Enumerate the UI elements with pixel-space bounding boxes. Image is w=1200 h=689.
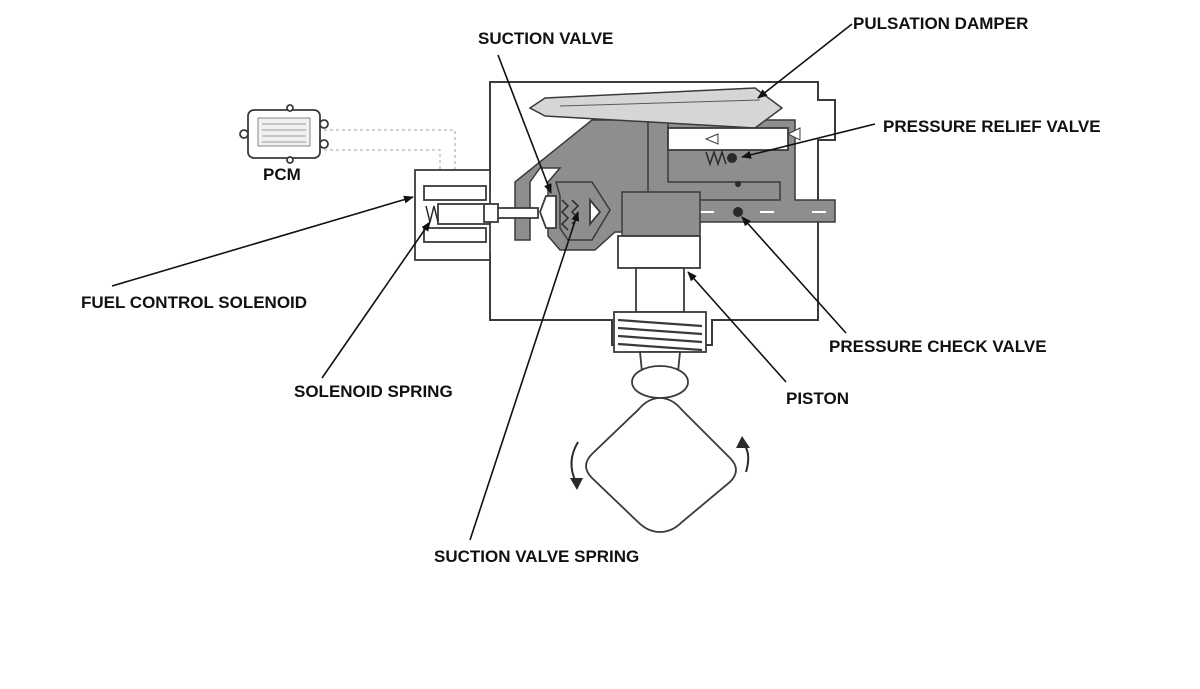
pressure-relief-valve [705,149,741,187]
leader-pulsation-damper [757,23,853,99]
suction-valve [539,181,611,241]
fuel-control-solenoid [414,169,539,261]
pulsation-damper [528,87,784,129]
label-piston: PISTON [786,389,849,408]
leader-suction-valve-spring [469,211,579,541]
label-suction-valve-spring: SUCTION VALVE SPRING [434,547,639,566]
leader-fuel-control-solenoid [111,195,414,287]
cam-lobe [570,397,750,533]
leader-pressure-relief-valve [741,123,876,159]
label-fuel-control-solenoid: FUEL CONTROL SOLENOID [81,293,307,312]
leader-lines [111,23,876,541]
leader-suction-valve [497,54,552,194]
leader-solenoid-spring [321,221,431,379]
label-pressure-check-valve: PRESSURE CHECK VALVE [829,337,1047,356]
pressure-check-valve [700,207,826,217]
label-pressure-relief-valve: PRESSURE RELIEF VALVE [883,117,1101,136]
label-pulsation-damper: PULSATION DAMPER [853,14,1028,33]
pcm-module [239,104,329,164]
label-solenoid-spring: SOLENOID SPRING [294,382,453,401]
leader-pressure-check-valve [741,216,847,334]
label-pcm: PCM [263,165,301,184]
label-suction-valve: SUCTION VALVE [478,29,613,48]
relief-passage [667,127,801,151]
leader-piston [687,271,787,383]
piston-assembly [613,191,707,399]
